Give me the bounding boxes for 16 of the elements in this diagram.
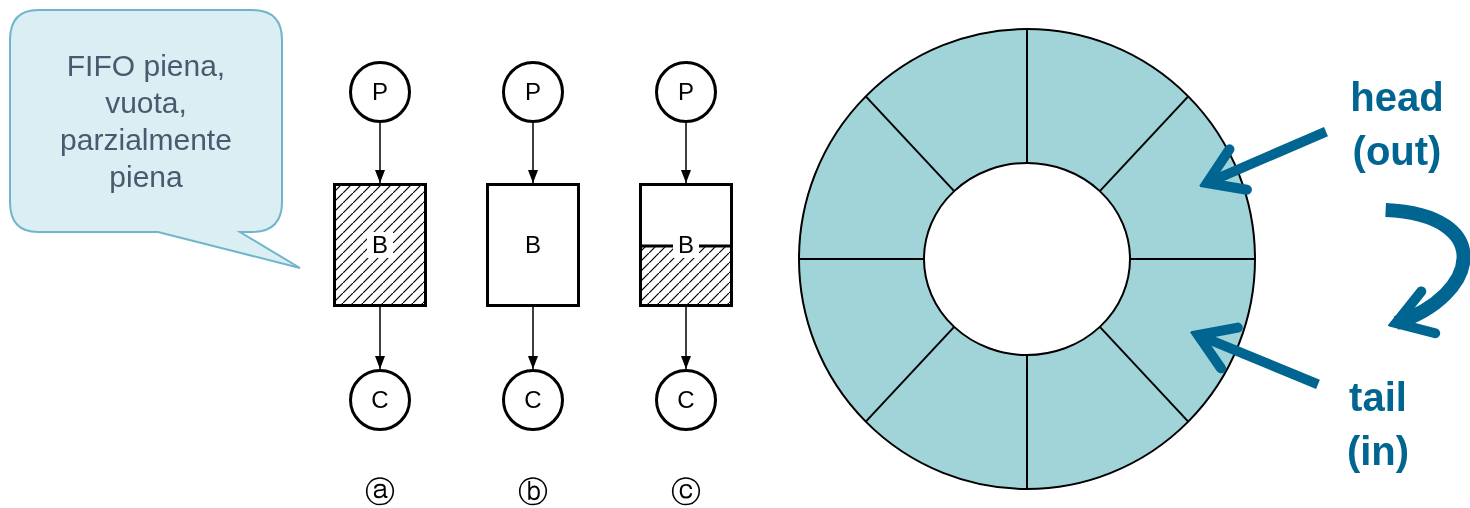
callout-text: FIFO piena, vuota, parzialmente piena	[59, 48, 233, 195]
arrow	[681, 306, 691, 370]
arrow	[375, 306, 385, 370]
arrow	[528, 122, 538, 184]
panel-label: ⓑ	[518, 475, 548, 508]
pointer-label: head (out)	[1349, 74, 1445, 175]
arrow	[1193, 322, 1320, 390]
arrow	[681, 122, 691, 184]
arrow	[375, 122, 385, 184]
panel-label: ⓒ	[671, 475, 701, 508]
arrow	[1202, 127, 1328, 195]
pointer-label: tail (in)	[1345, 374, 1411, 475]
arrow	[528, 306, 538, 370]
buffer-label: B	[367, 232, 393, 258]
panel-label: ⓐ	[365, 475, 395, 508]
curved-arrow	[1384, 203, 1470, 336]
